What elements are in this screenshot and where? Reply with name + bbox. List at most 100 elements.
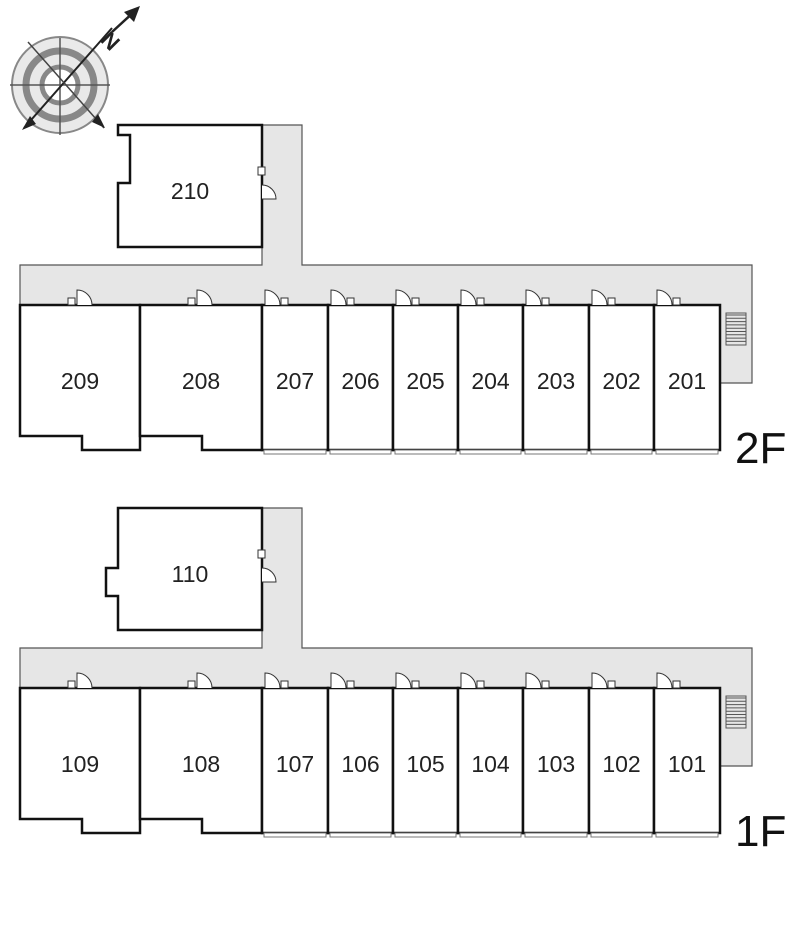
unit-label: 206: [341, 368, 379, 394]
door-swing-icon: [591, 289, 608, 306]
balcony: [655, 832, 719, 838]
door-icon: [411, 297, 420, 306]
unit-label: 209: [61, 368, 99, 394]
door-swing-icon: [264, 672, 281, 689]
unit-outline: [456, 303, 525, 452]
unit-207: 207: [260, 289, 330, 455]
door-swing-icon: [76, 289, 93, 306]
balcony: [524, 449, 588, 455]
compass-north-label: N: [96, 27, 125, 56]
balcony: [263, 449, 327, 455]
unit-102: 102: [587, 672, 656, 838]
door-icon: [280, 680, 289, 689]
unit-label: 208: [182, 368, 220, 394]
door-icon: [411, 680, 420, 689]
unit-label: 201: [668, 368, 706, 394]
unit-label: 202: [602, 368, 640, 394]
annex-unit: [104, 506, 264, 632]
balcony: [459, 449, 522, 455]
door-swing-icon: [656, 289, 673, 306]
unit-outline: [326, 303, 395, 452]
door-icon: [346, 680, 355, 689]
unit-201: 201: [652, 289, 722, 455]
unit-label: 102: [602, 751, 640, 777]
unit-outline: [521, 686, 591, 835]
door-icon: [607, 680, 616, 689]
unit-209: 209: [18, 289, 142, 452]
door-swing-icon: [76, 672, 93, 689]
balcony: [590, 832, 653, 838]
door-swing-icon: [525, 672, 542, 689]
balcony: [459, 832, 522, 838]
unit-203: 203: [521, 289, 591, 455]
unit-206: 206: [326, 289, 395, 455]
balcony: [655, 449, 719, 455]
unit-label: 204: [471, 368, 510, 394]
door-icon: [346, 297, 355, 306]
unit-outline: [260, 686, 330, 835]
stairs-icon: [725, 312, 747, 346]
door-swing-icon: [395, 289, 412, 306]
unit-108: 108: [138, 672, 264, 835]
balcony: [394, 832, 457, 838]
door-icon: [280, 297, 289, 306]
unit-205: 205: [391, 289, 460, 455]
door-icon: [541, 297, 550, 306]
door-swing-icon: [460, 672, 477, 689]
compass-rose-icon: N: [10, 6, 140, 135]
unit-label: 205: [406, 368, 444, 394]
door-icon: [476, 680, 485, 689]
unit-label: 207: [276, 368, 314, 394]
balcony: [590, 449, 653, 455]
balcony: [263, 832, 327, 838]
unit-101: 101: [652, 672, 722, 838]
unit-103: 103: [521, 672, 591, 838]
balcony: [394, 449, 457, 455]
door-swing-icon: [330, 672, 347, 689]
unit-outline: [391, 303, 460, 452]
door-swing-icon: [196, 672, 213, 689]
unit-label: 203: [537, 368, 575, 394]
door-icon: [257, 549, 266, 559]
unit-204: 204: [456, 289, 525, 455]
door-icon: [607, 297, 616, 306]
door-icon: [187, 680, 196, 689]
unit-107: 107: [260, 672, 330, 838]
door-icon: [541, 680, 550, 689]
unit-label: 210: [171, 178, 209, 204]
unit-label: 109: [61, 751, 99, 777]
unit-label: 103: [537, 751, 575, 777]
door-swing-icon: [395, 672, 412, 689]
door-swing-icon: [460, 289, 477, 306]
door-swing-icon: [330, 289, 347, 306]
balcony: [329, 832, 392, 838]
unit-outline: [326, 686, 395, 835]
unit-label: 105: [406, 751, 444, 777]
floor-label: 1F: [735, 807, 786, 856]
unit-label: 108: [182, 751, 220, 777]
floor-label: 2F: [735, 424, 786, 473]
door-icon: [67, 297, 76, 306]
annex-unit: [116, 123, 264, 249]
balcony: [329, 449, 392, 455]
door-icon: [672, 297, 681, 306]
floor-1f-plan: 110 109 108 107 106 105 104 103 102 101 1F: [18, 506, 786, 856]
floor-2f-plan: 210 209 208 207 206 205 204 203 202 201 2F: [18, 123, 786, 473]
door-icon: [672, 680, 681, 689]
unit-label: 107: [276, 751, 314, 777]
stairs-icon: [725, 695, 747, 729]
door-swing-icon: [656, 672, 673, 689]
unit-outline: [652, 303, 722, 452]
unit-104: 104: [456, 672, 525, 838]
unit-106: 106: [326, 672, 395, 838]
unit-202: 202: [587, 289, 656, 455]
unit-label: 110: [172, 561, 209, 587]
unit-208: 208: [138, 289, 264, 452]
unit-label: 106: [341, 751, 379, 777]
door-swing-icon: [261, 184, 277, 200]
door-swing-icon: [261, 567, 277, 583]
unit-109: 109: [18, 672, 142, 835]
door-swing-icon: [196, 289, 213, 306]
balcony: [524, 832, 588, 838]
